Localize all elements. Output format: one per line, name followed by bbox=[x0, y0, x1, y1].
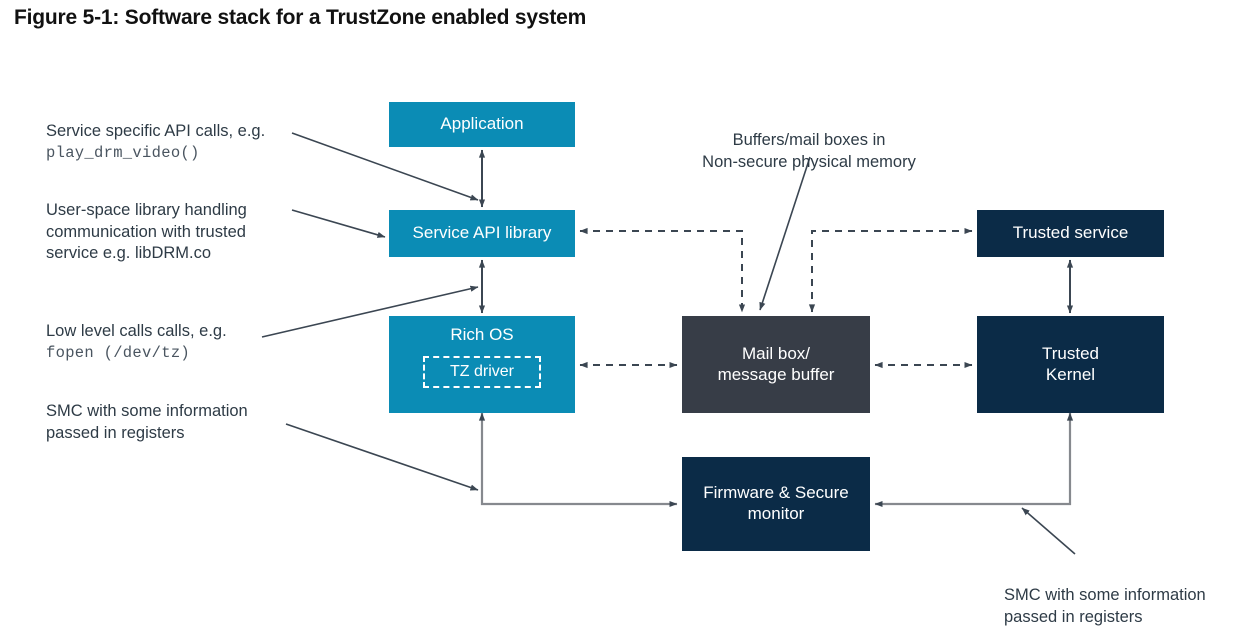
node-service-api-library-label: Service API library bbox=[412, 223, 552, 243]
leader-smc-right bbox=[1021, 507, 1076, 555]
note-smc-left: SMC with some information passed in regi… bbox=[46, 379, 248, 444]
note-buffers-mailboxes: Buffers/mail boxes in Non-secure physica… bbox=[689, 108, 929, 173]
page-title: Figure 5-1: Software stack for a TrustZo… bbox=[14, 6, 587, 29]
note-smc-right-text: SMC with some information passed in regi… bbox=[1004, 585, 1206, 626]
node-tz-driver[interactable]: TZ driver bbox=[423, 355, 541, 388]
node-trusted-service[interactable]: Trusted service bbox=[977, 210, 1164, 257]
note-service-api-calls-text: Service specific API calls, e.g. bbox=[46, 121, 266, 140]
node-application[interactable]: Application bbox=[389, 102, 575, 147]
leader-service-api-calls bbox=[291, 132, 479, 201]
leader-smc-left bbox=[285, 423, 479, 491]
arrow-mailbox-to-trusted-service bbox=[808, 227, 973, 313]
node-trusted-service-label: Trusted service bbox=[1012, 223, 1129, 243]
leader-user-space-library bbox=[291, 209, 386, 238]
leader-low-level-calls bbox=[261, 285, 479, 338]
note-low-level-calls: Low level calls calls, e.g. fopen (/dev/… bbox=[46, 299, 227, 385]
arrow-richos-to-firmware bbox=[478, 412, 678, 508]
node-mail-box-label: Mail box/ message buffer bbox=[717, 343, 835, 384]
node-service-api-library[interactable]: Service API library bbox=[389, 210, 575, 257]
leader-buffers-mailboxes bbox=[759, 156, 811, 311]
node-firmware-secure-monitor-label: Firmware & Secure monitor bbox=[703, 483, 849, 523]
note-user-space-library-text: User-space library handling communicatio… bbox=[46, 200, 247, 263]
note-low-level-calls-code: fopen (/dev/tz) bbox=[46, 343, 191, 362]
node-trusted-kernel[interactable]: Trusted Kernel bbox=[977, 316, 1164, 413]
node-firmware-secure-monitor[interactable]: Firmware & Secure monitor bbox=[682, 457, 870, 551]
note-user-space-library: User-space library handling communicatio… bbox=[46, 178, 247, 265]
node-application-label: Application bbox=[440, 114, 524, 134]
node-trusted-kernel-label: Trusted Kernel bbox=[1041, 343, 1099, 384]
note-smc-right: SMC with some information passed in regi… bbox=[1004, 563, 1206, 628]
note-buffers-mailboxes-text: Buffers/mail boxes in Non-secure physica… bbox=[702, 130, 916, 171]
arrow-service-api-to-mailbox bbox=[579, 227, 746, 313]
node-mail-box[interactable]: Mail box/ message buffer bbox=[682, 316, 870, 413]
note-service-api-calls-code: play_drm_video() bbox=[46, 143, 200, 162]
note-low-level-calls-text: Low level calls calls, e.g. bbox=[46, 321, 227, 340]
note-service-api-calls: Service specific API calls, e.g. play_dr… bbox=[46, 99, 265, 185]
note-smc-left-text: SMC with some information passed in regi… bbox=[46, 401, 248, 442]
arrow-trusted-kernel-to-firmware bbox=[874, 412, 1074, 508]
node-rich-os-label: Rich OS bbox=[450, 325, 514, 344]
node-rich-os[interactable]: Rich OS TZ driver bbox=[389, 316, 575, 413]
